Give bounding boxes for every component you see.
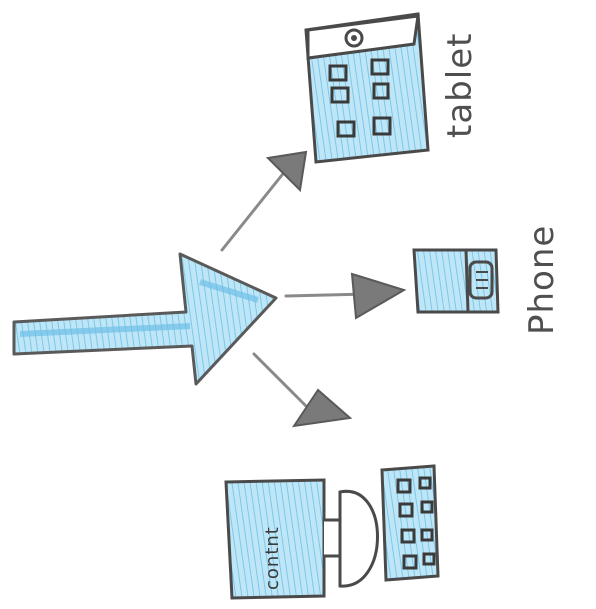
phone-icon: [412, 248, 500, 314]
tablet-label: tablet: [440, 32, 480, 138]
tablet-icon: [304, 12, 430, 164]
arrow-to-tablet: [220, 150, 308, 252]
desktop-computer-icon: [224, 464, 440, 600]
source-arrow-icon: [12, 252, 278, 386]
arrow-to-phone: [284, 272, 407, 320]
arrow-to-desktop: [252, 352, 353, 428]
phone-label: Phone: [522, 224, 562, 335]
desktop-screen-text: contnt: [262, 526, 283, 590]
